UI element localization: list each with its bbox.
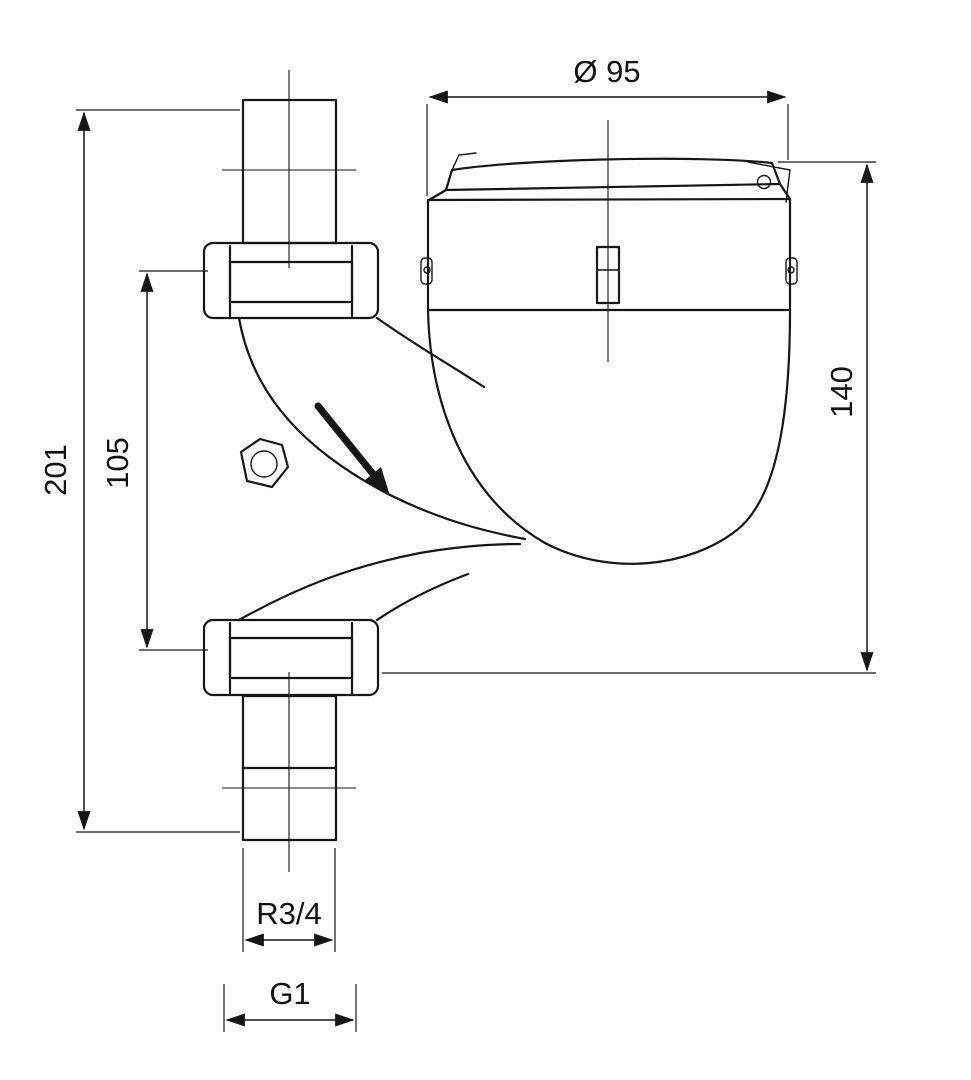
inlet-upper-contour xyxy=(375,316,486,389)
nut-outline xyxy=(202,241,380,320)
lid-notch-left xyxy=(451,152,477,171)
dim-label-hub-distance: 105 xyxy=(100,437,135,489)
ring-tab-right xyxy=(785,257,798,285)
dimension-side-height: 140 xyxy=(382,161,876,674)
cap-seam-line xyxy=(444,182,782,192)
bowl-outline xyxy=(426,308,792,565)
dimension-head-diameter: Ø 95 xyxy=(426,54,789,196)
ring-clasp xyxy=(595,245,621,305)
flow-tubes xyxy=(237,316,527,622)
flow-arrow-head xyxy=(364,467,390,496)
ring-tab-right-hole xyxy=(787,266,795,274)
flow-direction-arrow xyxy=(314,402,390,496)
lid-latch-bracket xyxy=(747,161,791,203)
dimension-nut-thread: G1 xyxy=(223,976,357,1032)
outlet-lower-contour xyxy=(375,572,470,622)
hex-boss-circle xyxy=(250,450,278,478)
dim-label-nut-thread: G1 xyxy=(269,976,310,1011)
union-nut-top xyxy=(202,241,380,320)
dimension-pipe-thread: R3/4 xyxy=(242,848,336,952)
dimension-hub-distance: 105 xyxy=(100,270,208,651)
hex-boss-outline xyxy=(239,437,290,489)
nut-thread-window xyxy=(228,636,354,680)
meter-bowl xyxy=(426,308,792,565)
nut-thread-window xyxy=(228,260,354,304)
lid-hinge-pin xyxy=(756,174,772,190)
ring-tab-left-hole xyxy=(423,266,431,274)
centerlines xyxy=(222,70,609,872)
cap-right-skirt xyxy=(778,182,792,201)
union-nut-bottom xyxy=(202,618,380,697)
cap-left-skirt xyxy=(427,188,448,202)
dim-label-side-height: 140 xyxy=(824,366,859,418)
outlet-upper-contour xyxy=(237,542,522,622)
dimension-total-height: 201 xyxy=(38,109,240,833)
inlet-lower-contour xyxy=(237,316,527,541)
nut-outline xyxy=(202,618,380,697)
cap-top-edge xyxy=(450,157,774,172)
body-hex-boss xyxy=(239,437,290,489)
ring-tab-left xyxy=(420,257,433,285)
meter-head xyxy=(420,152,798,312)
dim-label-pipe-thread: R3/4 xyxy=(256,896,321,931)
dim-label-head-diameter: Ø 95 xyxy=(573,54,640,89)
dim-label-total-height: 201 xyxy=(38,444,73,496)
ring-top-edge xyxy=(427,197,792,202)
cap-left-edge xyxy=(444,168,454,192)
bottom-pipe xyxy=(241,694,338,842)
flow-arrow-shaft xyxy=(314,402,377,478)
